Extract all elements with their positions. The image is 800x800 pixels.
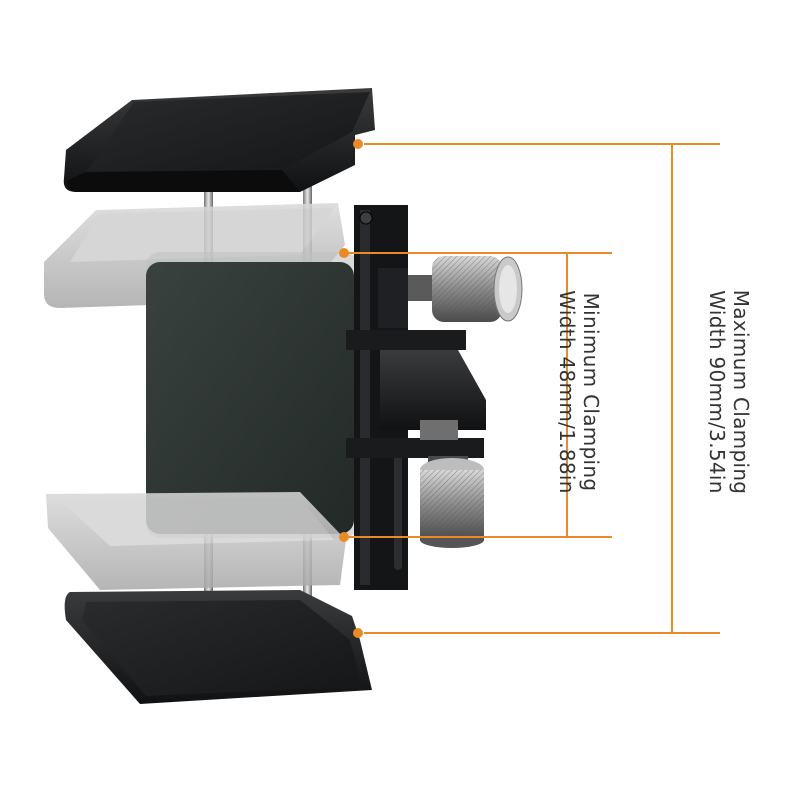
dimension-lines xyxy=(344,143,720,634)
clamp-block xyxy=(346,268,486,458)
orange-dot-icon xyxy=(339,532,349,542)
ghost-lower-jaw xyxy=(46,492,346,590)
min-clamping-label: Minimum Clamping Width 48mm/1.88in xyxy=(551,242,603,542)
max-label-line2: Width 90mm/3.54in xyxy=(705,290,729,494)
phone-silhouette xyxy=(146,252,358,538)
orange-dot-icon xyxy=(339,248,349,258)
orange-dot-icon xyxy=(353,628,363,638)
min-label-line2: Width 48mm/1.88in xyxy=(555,290,579,494)
dimension-markers xyxy=(339,139,363,638)
lower-jaw xyxy=(64,590,373,704)
max-label-line1: Maximum Clamping xyxy=(729,289,753,495)
lower-knob xyxy=(420,456,484,548)
orange-dot-icon xyxy=(353,139,363,149)
upper-jaw xyxy=(63,88,375,192)
min-label-line1: Minimum Clamping xyxy=(579,292,603,492)
upper-knob xyxy=(408,256,523,322)
max-clamping-label: Maximum Clamping Width 90mm/3.54in xyxy=(701,212,753,572)
